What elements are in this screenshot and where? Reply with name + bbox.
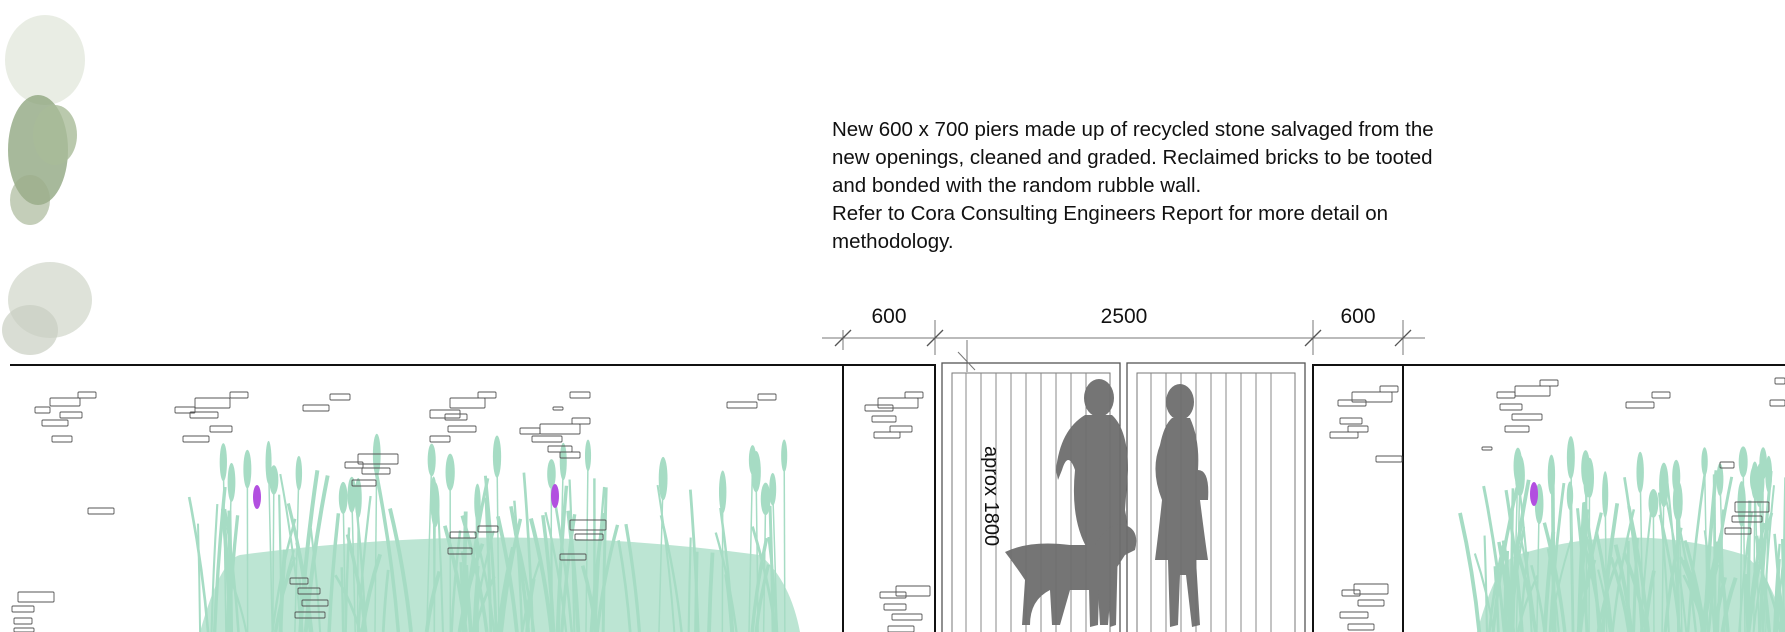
dimension-opening: 2500 xyxy=(1101,305,1148,328)
grass-clump-left xyxy=(187,433,800,632)
grass-clump-right xyxy=(1458,436,1785,632)
person-with-dog-silhouette xyxy=(1005,379,1137,627)
person-silhouette xyxy=(1155,384,1209,627)
note-line-2: new openings, cleaned and graded. Reclai… xyxy=(832,146,1433,169)
dimension-chain: 600 2500 600 xyxy=(822,305,1425,372)
construction-note: New 600 x 700 piers made up of recycled … xyxy=(832,116,1472,256)
note-line-1: New 600 x 700 piers made up of recycled … xyxy=(832,118,1434,141)
note-line-4: Refer to Cora Consulting Engineers Repor… xyxy=(832,202,1389,225)
right-pier xyxy=(1312,364,1404,632)
left-pier xyxy=(842,364,936,632)
flower-spikes xyxy=(253,482,1538,509)
dimension-left-pier: 600 xyxy=(871,305,906,328)
gate-height-label: aprox 1800 xyxy=(980,446,1002,546)
note-line-3: and bonded with the random rubble wall. xyxy=(832,174,1202,197)
note-line-5: methodology. xyxy=(832,230,954,253)
dimension-right-pier: 600 xyxy=(1340,305,1375,328)
gate-right-leaf xyxy=(1126,362,1306,632)
tree-foliage xyxy=(2,15,92,355)
rubble-wall-stones xyxy=(11,377,1785,632)
